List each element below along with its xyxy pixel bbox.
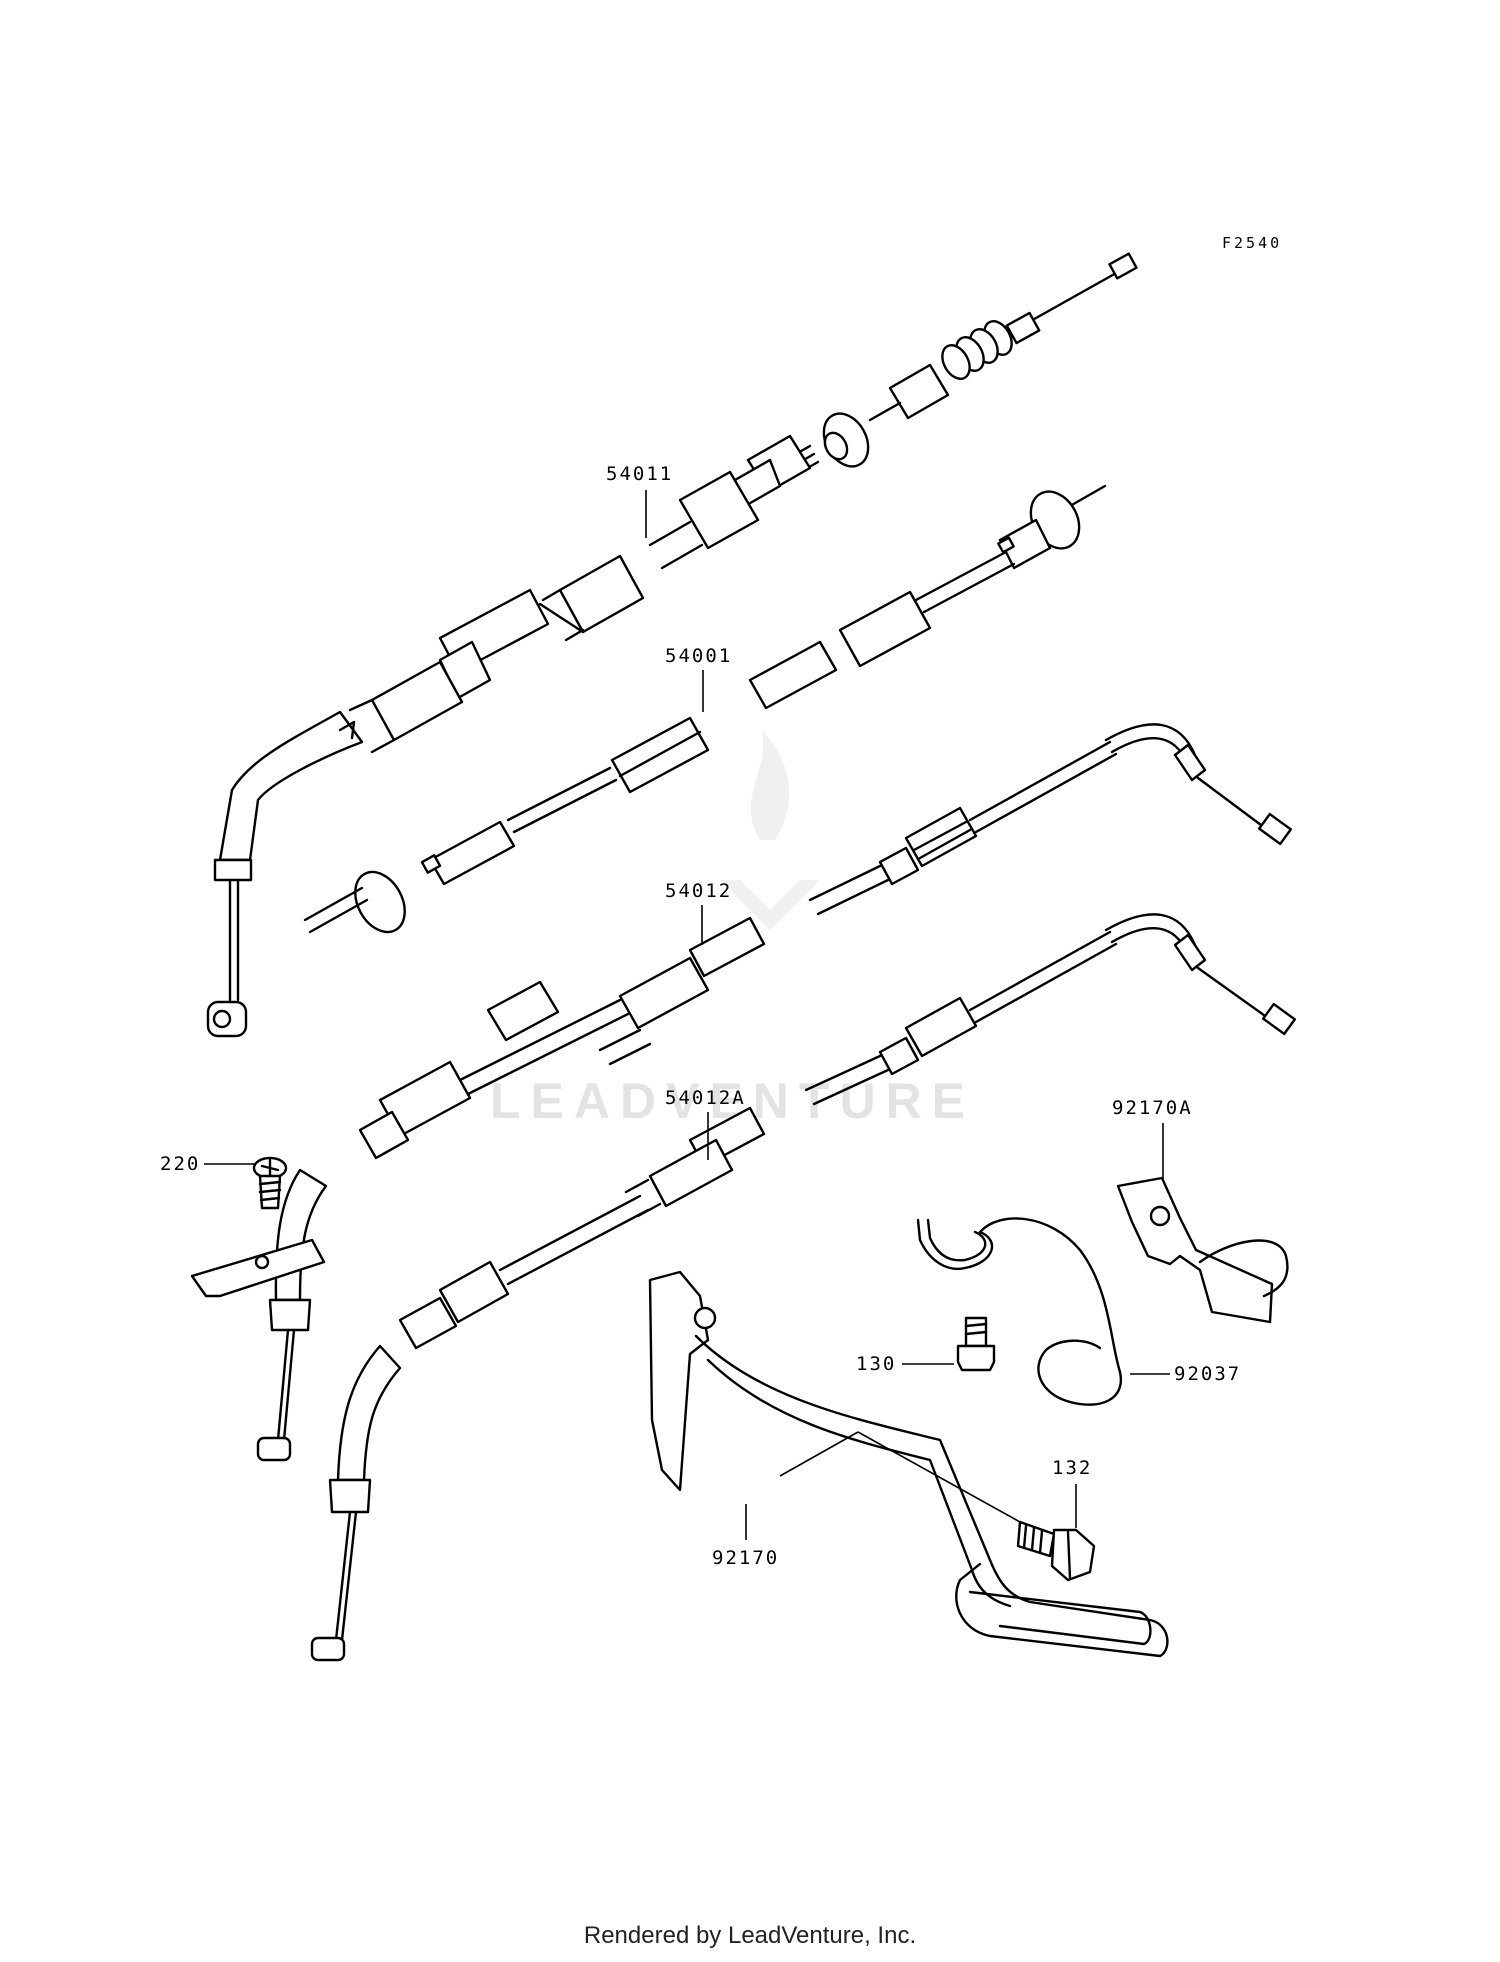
bolt-132[interactable] (1016, 1520, 1096, 1582)
bracket-92170[interactable] (648, 1270, 1169, 1658)
speedometer-cable-54001[interactable] (303, 483, 1107, 941)
footer-credit: Rendered by LeadVenture, Inc. (583, 1922, 917, 1949)
bracket-92170a[interactable] (1116, 1176, 1289, 1324)
figure-code: F2540 (1222, 234, 1282, 252)
label-92170a: 92170A (1112, 1097, 1193, 1119)
label-132: 132 (1052, 1457, 1092, 1479)
label-92170: 92170 (712, 1547, 779, 1569)
throttle-cable-54012a[interactable] (310, 913, 1297, 1662)
spring-clip-92037[interactable] (916, 1217, 1123, 1406)
bolt-130[interactable] (956, 1316, 996, 1372)
screw-220[interactable] (252, 1156, 288, 1210)
label-54011: 54011 (606, 463, 673, 485)
label-54001: 54001 (665, 645, 732, 667)
clutch-cable-54011[interactable] (206, 252, 1138, 1038)
label-92037: 92037 (1174, 1363, 1241, 1385)
throttle-cable-54012[interactable] (256, 723, 1293, 1462)
label-54012a: 54012A (665, 1087, 746, 1109)
watermark-logo-icon (720, 730, 820, 930)
label-54012: 54012 (665, 880, 732, 902)
mounting-plate[interactable] (190, 1238, 326, 1298)
label-130: 130 (856, 1353, 896, 1375)
label-220: 220 (160, 1153, 200, 1175)
